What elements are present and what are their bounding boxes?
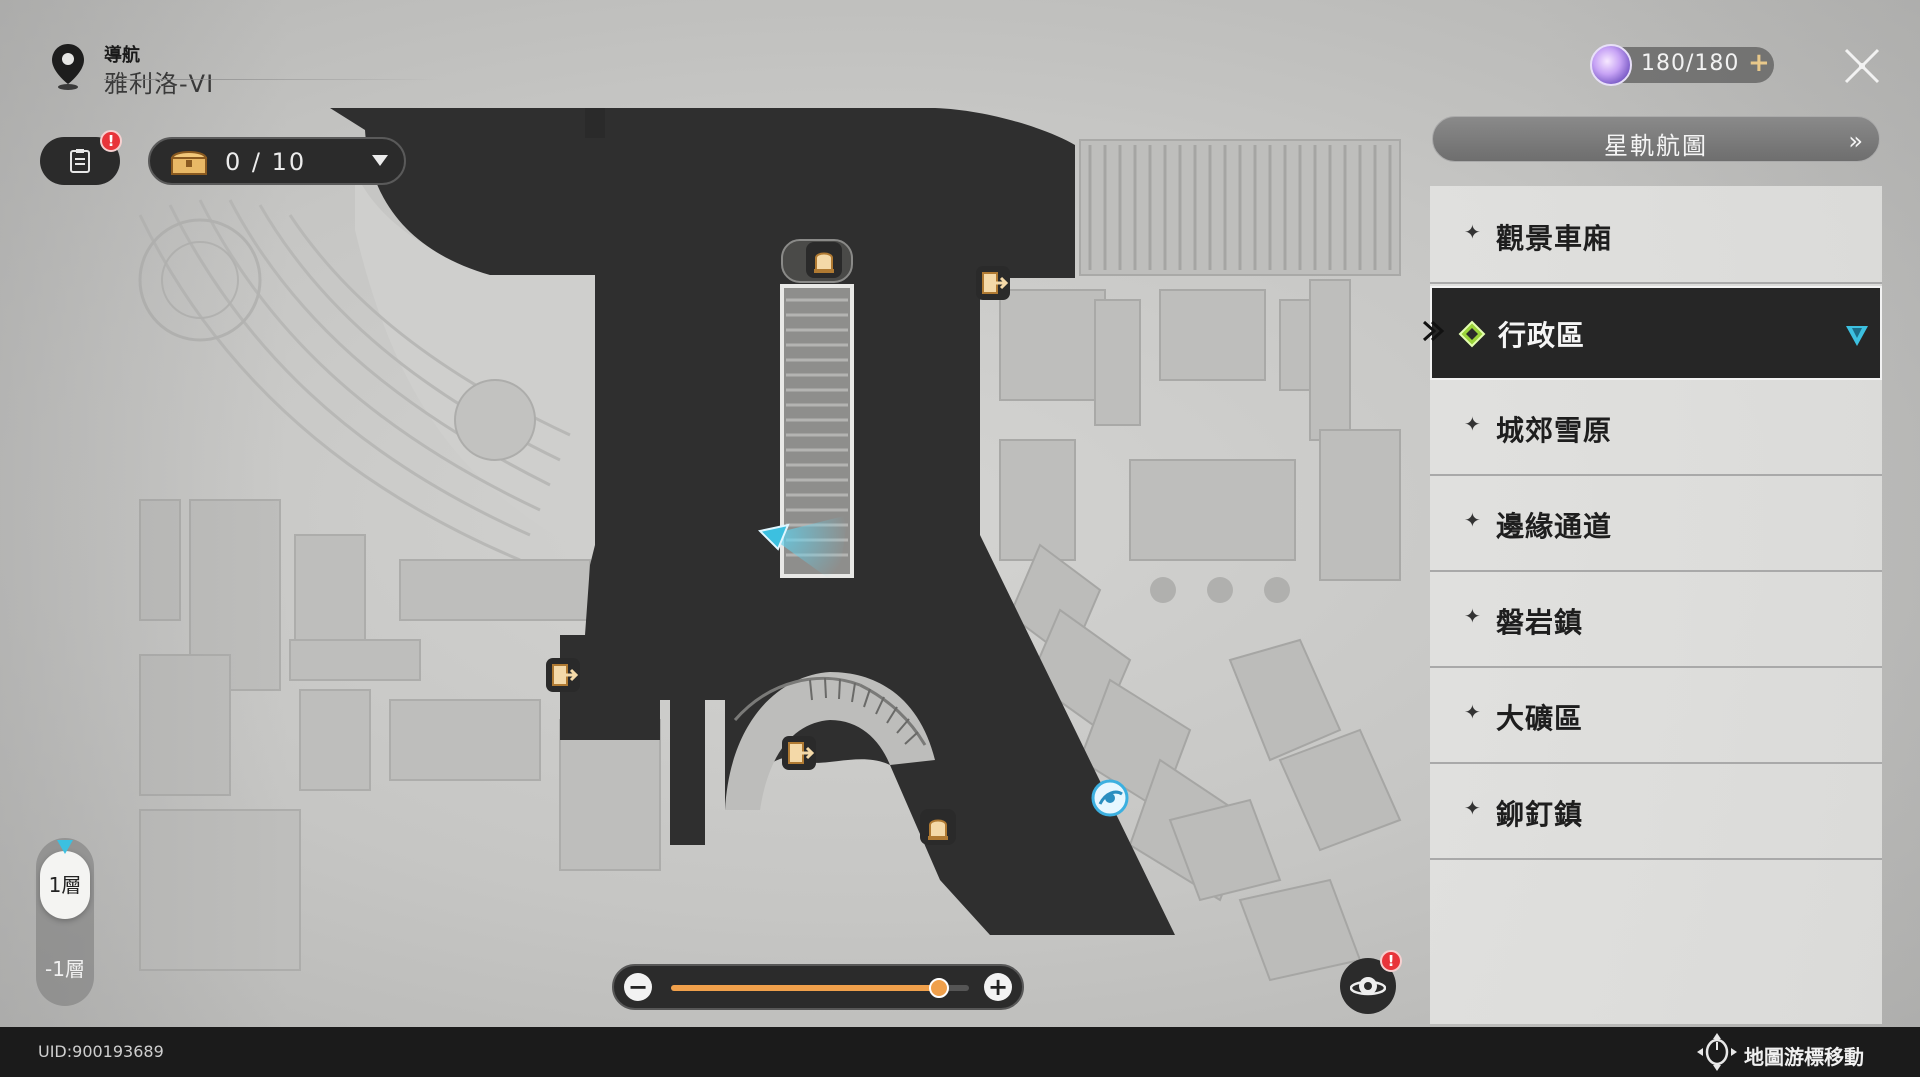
region-item-outlying-snow-plains[interactable]: ✦ 城郊雪原 (1430, 382, 1882, 476)
nav-divider (104, 79, 439, 80)
location-pin-icon (52, 44, 84, 90)
double-chevron-right-icon: » (1848, 127, 1863, 155)
zoom-slider-handle[interactable] (929, 978, 950, 998)
cursor-move-icon (1697, 1033, 1737, 1071)
floor-1-label: 1層 (48, 873, 82, 897)
add-power-button[interactable]: + (1748, 48, 1770, 78)
zoom-control: − + (612, 964, 1024, 1010)
star-icon: ✦ (1464, 796, 1481, 820)
trailblaze-power-icon (1590, 44, 1632, 86)
bottom-bar: UID:900193689 (0, 1027, 1920, 1077)
current-area-name: 雅利洛-VI (104, 70, 215, 98)
exit-door-icon[interactable] (974, 264, 1012, 302)
planet-alert-badge: ! (1380, 950, 1402, 972)
region-item-label: 行政區 (1498, 319, 1586, 352)
region-item-label: 鉚釘鎮 (1496, 798, 1584, 831)
region-item-rivet-town[interactable]: ✦ 鉚釘鎮 (1430, 766, 1882, 860)
exit-door-icon[interactable] (780, 734, 818, 772)
region-item-boulder-town[interactable]: ✦ 磐岩鎮 (1430, 574, 1882, 668)
zoom-slider[interactable] (671, 978, 969, 998)
exit-door-icon[interactable] (544, 656, 582, 694)
chest-count: 0 / 10 (225, 148, 307, 176)
player-location-icon (1846, 326, 1868, 346)
region-item-observation-car[interactable]: ✦ 觀景車廂 (1430, 190, 1882, 284)
planet-icon (1350, 977, 1386, 996)
region-item-label: 邊緣通道 (1496, 510, 1613, 543)
treasure-chest-icon (170, 151, 208, 175)
uid-label: UID:900193689 (38, 1042, 164, 1061)
close-icon[interactable] (1840, 44, 1884, 88)
zoom-out-button[interactable]: − (624, 973, 652, 1001)
current-floor-marker-icon (57, 840, 73, 854)
star-icon: ✦ (1464, 604, 1481, 628)
trailblaze-power-value: 180/180 (1641, 51, 1740, 76)
chevron-down-icon (372, 155, 388, 166)
star-icon: ✦ (1464, 412, 1481, 436)
selection-pointer-icon (1422, 320, 1445, 342)
player-arrow-icon (757, 515, 848, 585)
region-item-great-mine[interactable]: ✦ 大礦區 (1430, 670, 1882, 764)
star-icon: ✦ (1464, 508, 1481, 532)
region-item-administrative-district[interactable]: 行政區 (1430, 286, 1882, 380)
floor-minus-1-button[interactable]: -1層 (45, 957, 85, 981)
bell-shop-icon[interactable] (804, 240, 844, 280)
planet-button[interactable] (1340, 958, 1396, 1014)
region-item-label: 城郊雪原 (1496, 414, 1613, 447)
diamond-waypoint-icon (1458, 320, 1486, 348)
clipboard-icon (70, 149, 90, 173)
region-item-label: 觀景車廂 (1496, 222, 1613, 255)
star-icon: ✦ (1464, 700, 1481, 724)
zoom-slider-fill (671, 985, 940, 991)
navigation-label: 導航 (104, 45, 140, 66)
region-list: ✦ 觀景車廂 行政區 ✦ 城郊雪原 ✦ 邊緣通道 ✦ 磐岩鎮 ✦ 大礦區 ✦ 鉚… (1430, 186, 1882, 1024)
space-anchor-icon[interactable] (1090, 778, 1130, 818)
region-item-label: 磐岩鎮 (1496, 606, 1584, 639)
tasks-alert-badge: ! (100, 130, 122, 152)
map-cursor-hint: 地圖游標移動 (1744, 1045, 1864, 1069)
map-drawing (138, 108, 1402, 982)
star-rail-map-label: 星軌航圖 (1604, 132, 1708, 160)
zoom-in-button[interactable]: + (984, 973, 1012, 1001)
star-icon: ✦ (1464, 220, 1481, 244)
bell-shop-icon[interactable] (918, 807, 958, 847)
chest-counter-dropdown[interactable]: 0 / 10 (148, 137, 406, 185)
star-rail-map-button[interactable]: 星軌航圖 » (1432, 116, 1880, 162)
region-item-label: 大礦區 (1496, 702, 1584, 735)
region-item-backwater-pass[interactable]: ✦ 邊緣通道 (1430, 478, 1882, 572)
floor-1-button[interactable]: 1層 (40, 851, 90, 919)
